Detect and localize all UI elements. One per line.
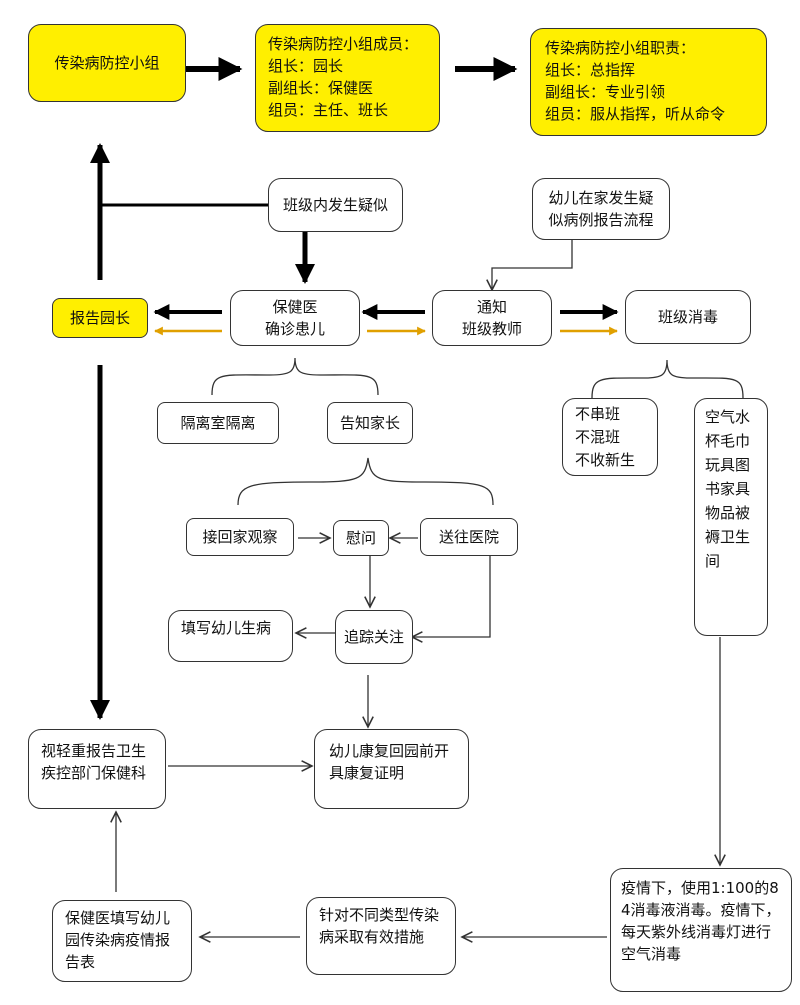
node-no-mixing: 不串班 不混班 不收新生 — [562, 398, 658, 476]
node-control-group: 传染病防控小组 — [28, 24, 186, 102]
node-home-case-report: 幼儿在家发生疑 似病例报告流程 — [532, 178, 670, 240]
node-class-disinfect: 班级消毒 — [625, 290, 751, 344]
node-recovery-certificate: 幼儿康复回园前开 具康复证明 — [314, 729, 469, 809]
node-doctor-diagnose: 保健医 确诊患儿 — [230, 290, 360, 346]
node-group-duties: 传染病防控小组职责： 组长：总指挥 副组长：专业引领 组员：服从指挥，听从命令 — [530, 28, 767, 136]
node-epidemic-disinfection: 疫情下，使用1:100的84消毒液消毒。疫情下，每天紫外线消毒灯进行空气消毒 — [610, 868, 792, 992]
node-group-members: 传染病防控小组成员： 组长：园长 副组长：保健医 组员：主任、班长 — [255, 24, 440, 132]
node-isolation-room: 隔离室隔离 — [157, 402, 279, 444]
node-report-director: 报告园长 — [52, 298, 148, 338]
arrow-home-to-notify — [492, 240, 573, 290]
node-inform-parents: 告知家长 — [327, 402, 413, 444]
node-fill-sick-record: 填写幼儿生病 — [168, 610, 293, 662]
node-follow-up: 追踪关注 — [335, 610, 413, 664]
brace-doctor — [211, 357, 379, 396]
arrow-hospital-to-follow — [412, 556, 491, 637]
node-report-cdc: 视轻重报告卫生 疾控部门保健科 — [28, 729, 166, 809]
node-effective-measures: 针对不同类型传染病采取有效措施 — [306, 897, 456, 975]
node-pickup-observe: 接回家观察 — [186, 518, 294, 556]
node-doctor-fill-report: 保健医填写幼儿园传染病疫情报告表 — [52, 900, 192, 982]
node-visit: 慰问 — [333, 520, 389, 556]
node-suspected-in-class: 班级内发生疑似 — [268, 178, 403, 232]
node-disinfect-items: 空气水杯毛巾玩具图书家具物品被褥卫生间 — [694, 398, 768, 636]
node-send-hospital: 送往医院 — [420, 518, 518, 556]
node-notify-teacher: 通知 班级教师 — [432, 290, 552, 346]
brace-disinfect — [591, 359, 744, 399]
brace-parents — [237, 457, 494, 506]
